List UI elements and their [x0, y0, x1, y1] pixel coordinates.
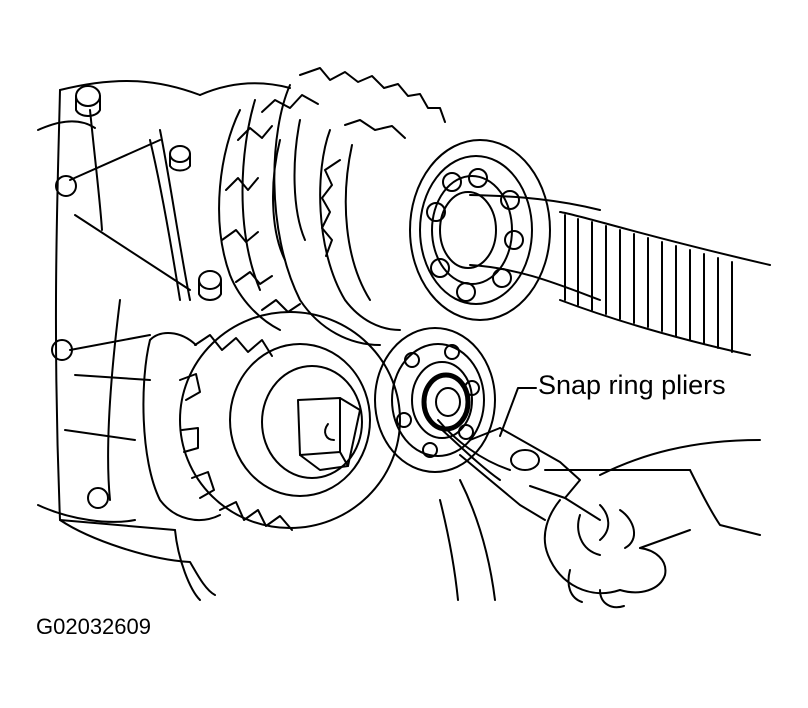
callout-label: Snap ring pliers — [538, 370, 726, 400]
case-housing — [37, 79, 496, 601]
snap-ring-pliers — [437, 419, 691, 521]
figure-id: G02032609 — [36, 614, 151, 639]
case-dowels — [51, 85, 222, 509]
main-shaft-bearing — [409, 139, 551, 321]
counter-gear — [142, 311, 401, 531]
splined-shaft — [469, 194, 771, 356]
upper-gear-cluster — [218, 67, 446, 346]
counter-bearing — [374, 327, 496, 473]
technician-hand — [543, 439, 761, 609]
callout-leader — [499, 387, 537, 437]
snap-ring — [421, 372, 471, 432]
